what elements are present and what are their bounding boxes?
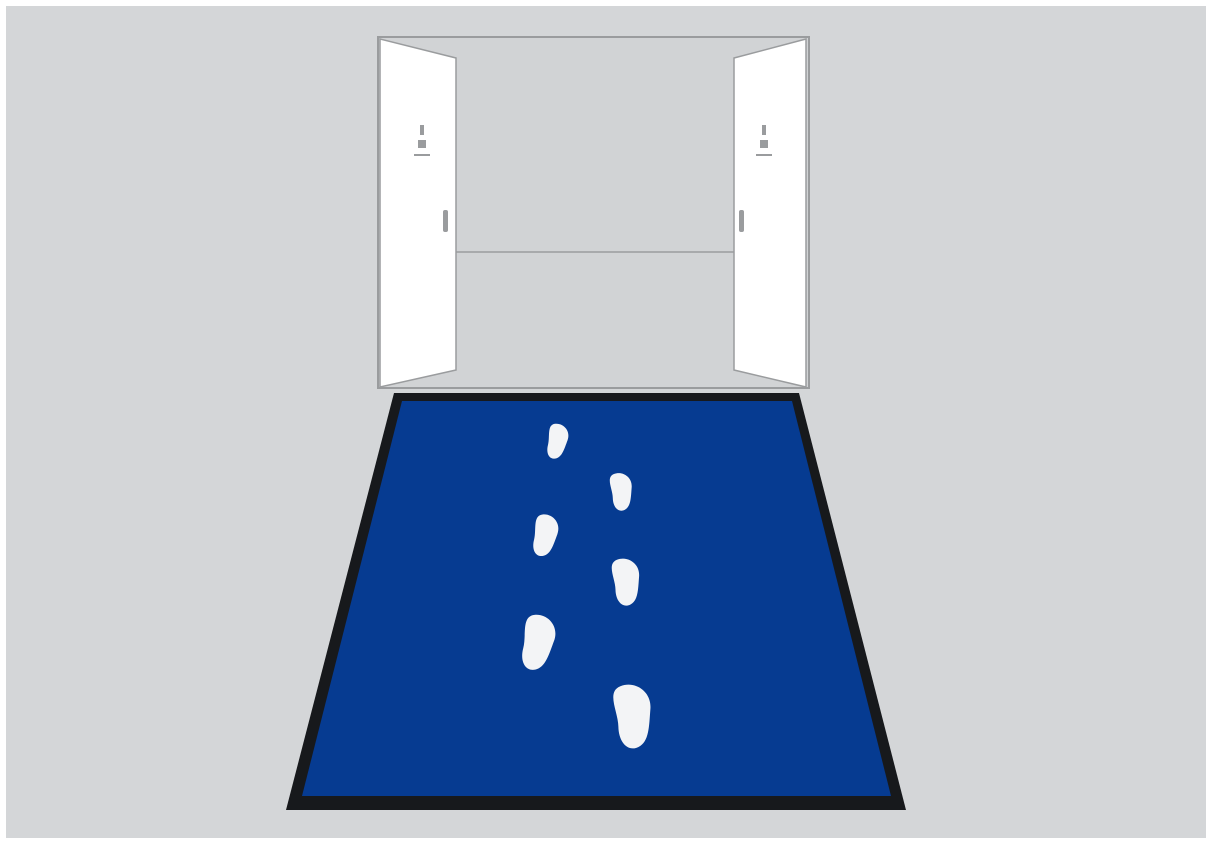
doorway: [378, 37, 809, 388]
mat-surface: [302, 401, 891, 796]
left-door-handle-icon: [443, 210, 448, 232]
right-door: [734, 39, 806, 387]
left-door: [380, 39, 456, 387]
right-door-handle-icon: [739, 210, 744, 232]
floor-mat: [286, 393, 906, 810]
right-door-panel: [734, 39, 806, 387]
